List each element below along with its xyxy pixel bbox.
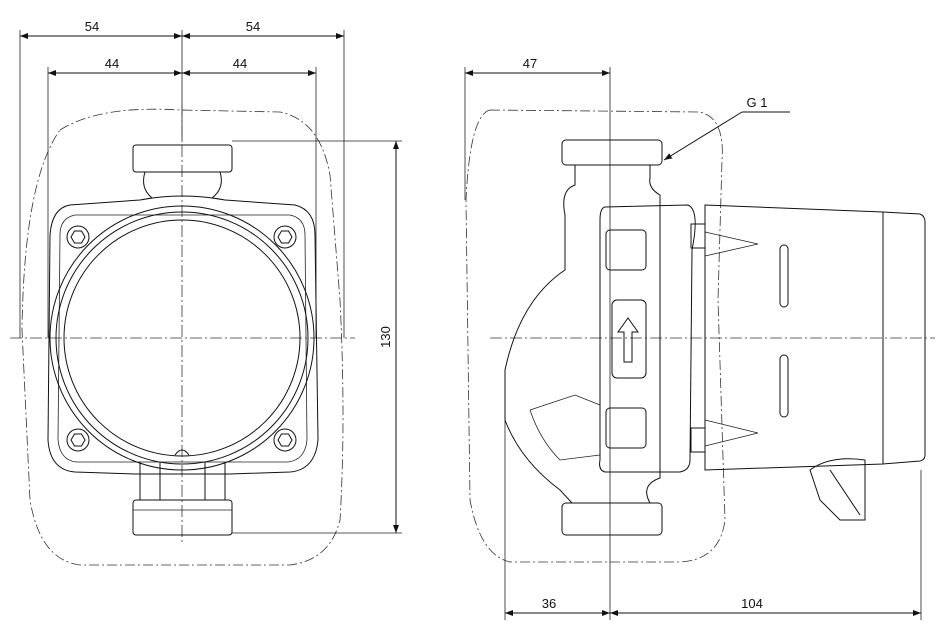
dim-104: 104 [741, 596, 763, 611]
flow-arrow-up-icon [617, 317, 639, 363]
front-outlet-port [132, 499, 233, 536]
pump-body [504, 165, 661, 504]
dim-130: 130 [378, 326, 393, 348]
dim-44-right: 44 [233, 56, 247, 71]
side-inlet-port [561, 139, 663, 166]
front-flange [47, 195, 319, 475]
front-outline-envelope [21, 108, 344, 566]
side-view: 47 G 1 36 104 [464, 56, 935, 620]
front-view: 54 54 44 44 130 [10, 19, 402, 566]
front-inlet-port [132, 144, 233, 173]
cable-connector [809, 458, 866, 521]
dim-36: 36 [542, 596, 556, 611]
pump-head [599, 204, 696, 473]
flow-direction-window [611, 299, 647, 379]
motor-housing-ring [49, 205, 315, 471]
dim-54-right: 54 [246, 19, 260, 34]
dim-47: 47 [523, 56, 537, 71]
thread-leader [663, 111, 743, 161]
dim-54-left: 54 [85, 19, 99, 34]
side-outlet-port [561, 502, 663, 536]
thread-label: G 1 [747, 95, 768, 110]
bolt-hex-icon [66, 225, 297, 452]
motor-housing [704, 204, 926, 471]
dim-44-left: 44 [105, 56, 119, 71]
side-outline-envelope [465, 109, 726, 563]
